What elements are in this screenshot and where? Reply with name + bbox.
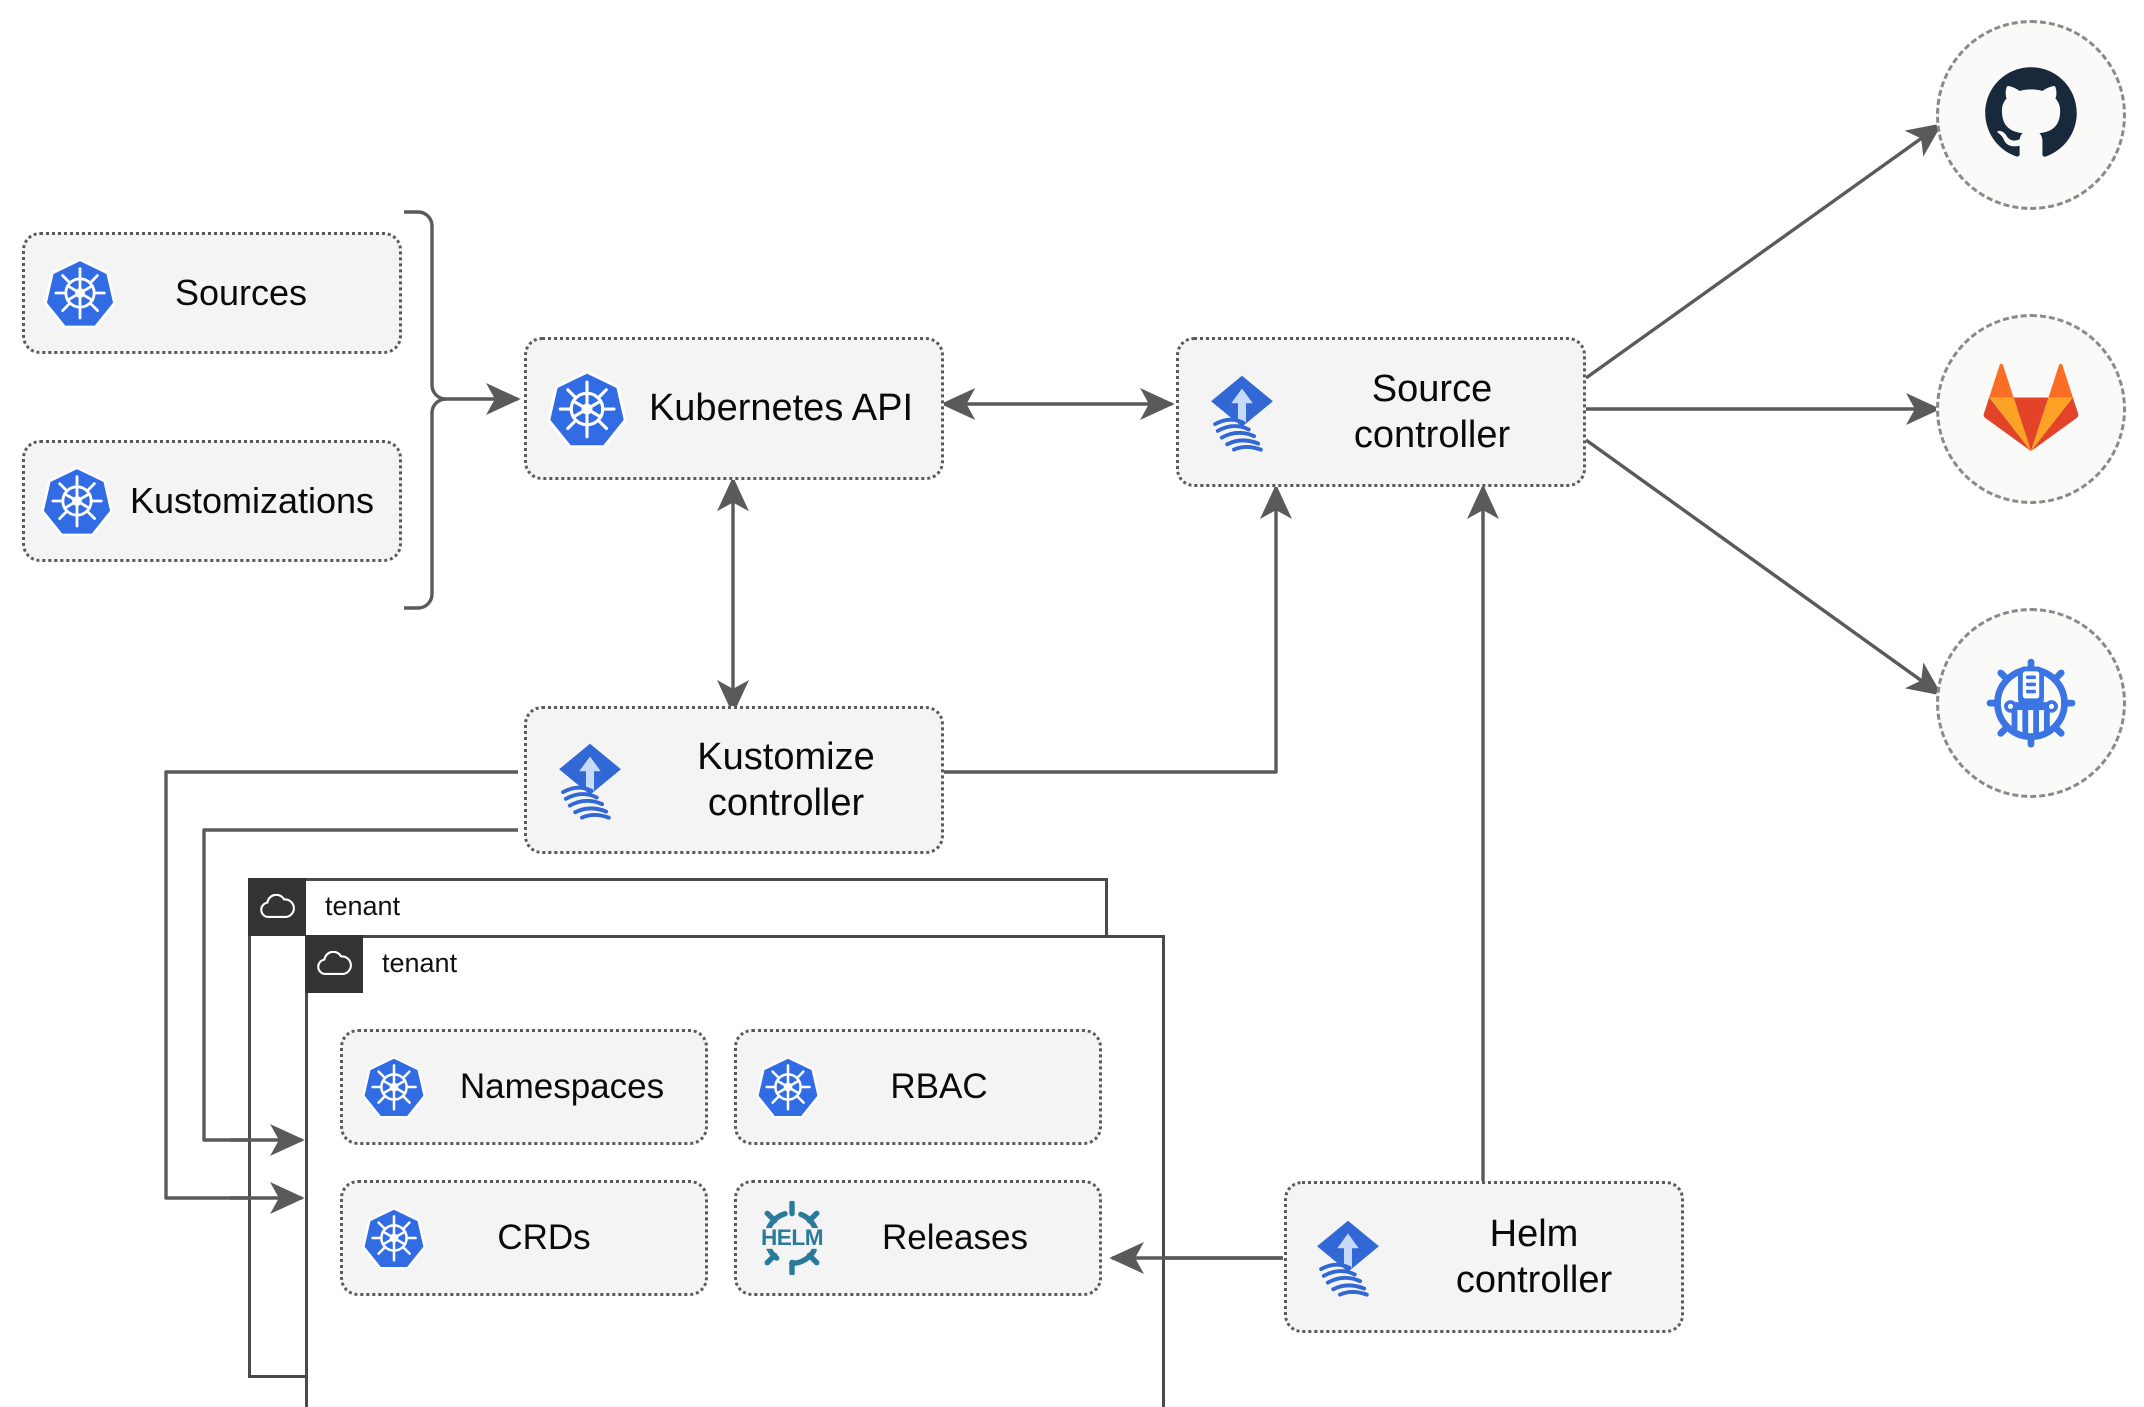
node-source-controller-label: Source controller xyxy=(1353,367,1511,456)
gitlab-icon xyxy=(1983,361,2079,458)
kubernetes-icon xyxy=(343,1206,445,1270)
node-namespaces-label: Namespaces xyxy=(459,1066,665,1106)
flux-icon xyxy=(527,737,653,823)
provider-gitlab[interactable] xyxy=(1936,314,2126,504)
node-kustomizations-label: Kustomizations xyxy=(129,480,375,522)
node-helm-controller[interactable]: Helm controller xyxy=(1284,1181,1684,1333)
node-helm-controller-label: Helm controller xyxy=(1455,1212,1613,1301)
kubernetes-icon xyxy=(25,465,129,537)
svg-text:HELM: HELM xyxy=(761,1225,823,1250)
kubernetes-icon xyxy=(527,369,647,449)
node-namespaces[interactable]: Namespaces xyxy=(340,1029,708,1145)
node-rbac-label: RBAC xyxy=(890,1066,988,1106)
node-releases-label: Releases xyxy=(882,1217,1028,1257)
node-kustomize-controller-label: Kustomize controller xyxy=(697,735,875,824)
github-icon xyxy=(1979,61,2083,170)
helm-icon: HELM xyxy=(737,1201,847,1275)
node-rbac[interactable]: RBAC xyxy=(734,1029,1102,1145)
node-sources[interactable]: Sources xyxy=(22,232,402,354)
bucket-icon xyxy=(1977,647,2085,760)
cloud-icon xyxy=(305,935,363,993)
node-source-controller[interactable]: Source controller xyxy=(1176,337,1586,487)
kubernetes-icon xyxy=(343,1055,445,1119)
node-kubernetes-api-label: Kubernetes API xyxy=(648,387,914,430)
kubernetes-icon xyxy=(25,257,135,329)
kubernetes-icon xyxy=(737,1055,839,1119)
flux-icon xyxy=(1287,1214,1409,1300)
node-crds-label: CRDs xyxy=(497,1217,591,1257)
cloud-icon xyxy=(248,878,306,936)
node-crds[interactable]: CRDs xyxy=(340,1180,708,1296)
node-kustomize-controller[interactable]: Kustomize controller xyxy=(524,706,944,854)
node-sources-label: Sources xyxy=(174,272,308,314)
provider-bucket[interactable] xyxy=(1936,608,2126,798)
node-kubernetes-api[interactable]: Kubernetes API xyxy=(524,337,944,480)
node-kustomizations[interactable]: Kustomizations xyxy=(22,440,402,562)
tenant-card-inner[interactable]: tenant xyxy=(305,935,1165,1407)
tenant-label: tenant xyxy=(325,891,401,921)
tenant-label: tenant xyxy=(382,948,458,978)
provider-github[interactable] xyxy=(1936,20,2126,210)
flux-icon xyxy=(1179,369,1305,455)
node-releases[interactable]: HELM Releases xyxy=(734,1180,1102,1296)
